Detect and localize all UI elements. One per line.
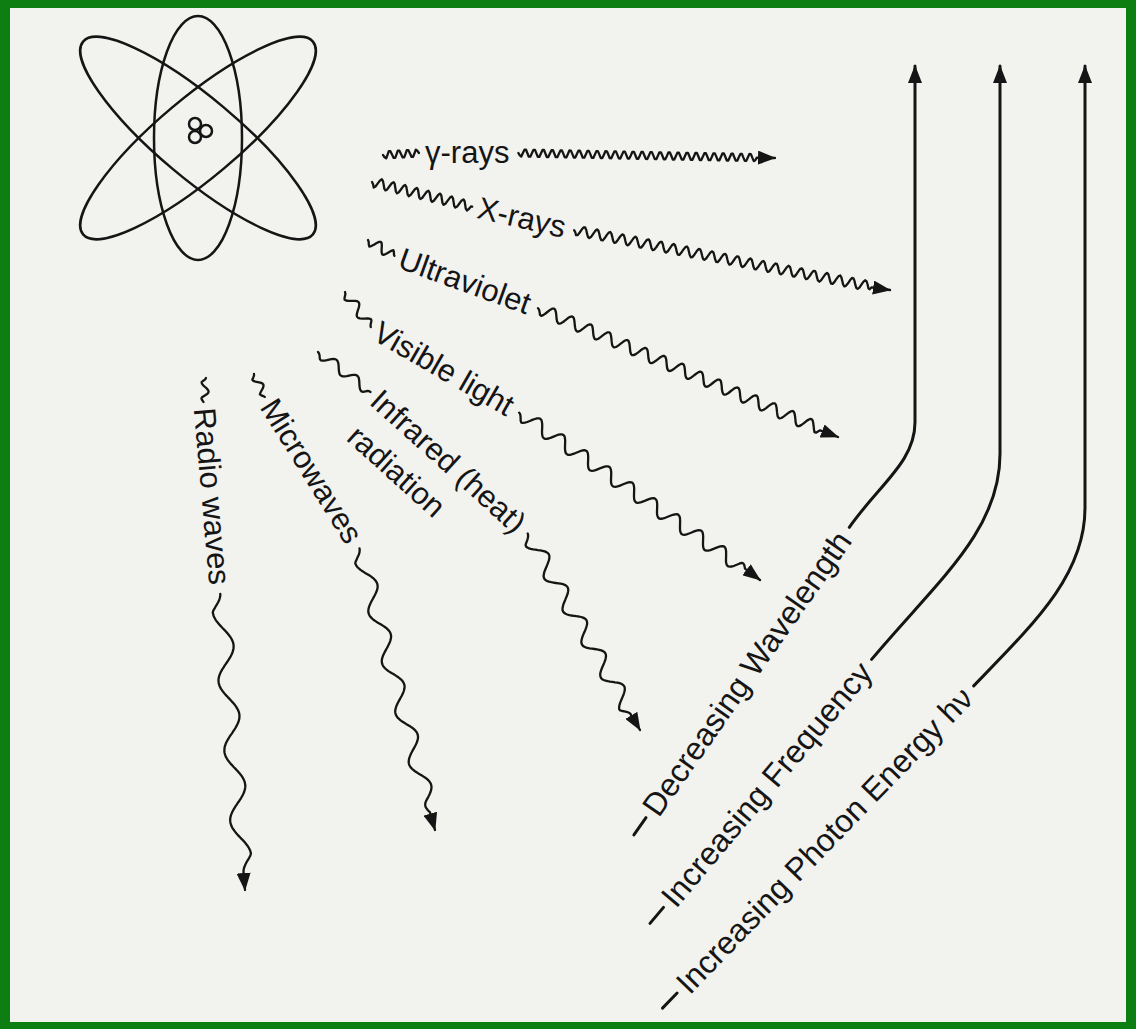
paper-panel	[10, 8, 1126, 1022]
atom-orbit	[57, 11, 338, 265]
dash-line	[634, 818, 646, 835]
wave-arrow	[538, 308, 838, 437]
nucleus-particle	[200, 125, 212, 137]
dash-line	[650, 907, 664, 923]
radiation-label: Radio waves	[186, 406, 237, 586]
nucleus-particle	[189, 118, 201, 130]
radiation-label: X-rays	[474, 191, 569, 246]
trend-arrow	[849, 66, 915, 527]
wave-arrow	[526, 534, 640, 731]
wave-arrow	[383, 150, 419, 159]
wave-arrow	[518, 150, 775, 161]
trend-arrow	[974, 66, 1085, 686]
wave-arrow	[213, 594, 251, 890]
atom-orbit	[154, 16, 242, 260]
radiation-label: Microwaves	[253, 393, 370, 551]
wave-arrow	[252, 374, 264, 397]
radiation-label: γ-rays	[425, 135, 509, 171]
trend-arrow	[872, 66, 1000, 659]
radiation-label: Ultraviolet	[394, 241, 536, 322]
wave-arrow	[345, 292, 372, 327]
wave-arrow	[201, 378, 208, 402]
dash-line	[663, 993, 678, 1008]
atom-orbit	[57, 11, 338, 265]
wave-arrow	[574, 227, 890, 290]
wave-arrow	[519, 413, 760, 580]
wave-arrow	[355, 548, 435, 830]
wave-arrow	[318, 352, 371, 392]
wave-arrow	[368, 240, 394, 256]
atom-symbol	[57, 11, 338, 265]
wave-arrow	[372, 179, 472, 210]
